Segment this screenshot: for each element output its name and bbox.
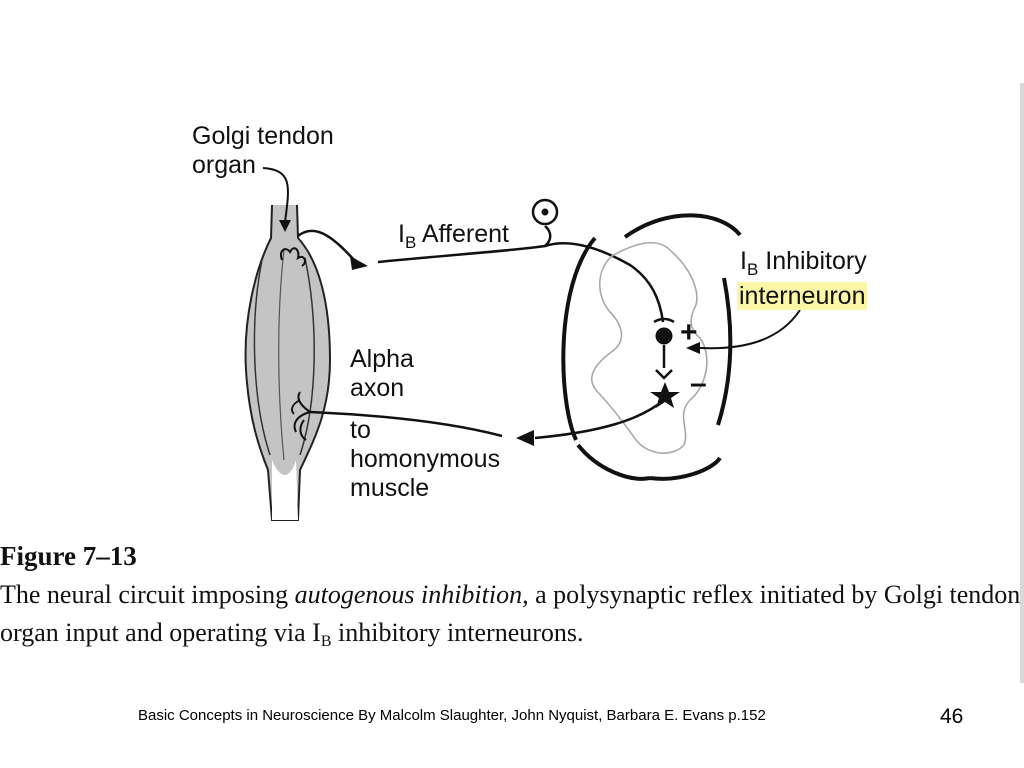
interneuron-pointer-arrowhead <box>686 342 700 354</box>
alpha-axon-in-cord <box>534 399 665 440</box>
golgi-label-line1: Golgi tendon <box>192 122 334 150</box>
target-label-line3: muscle <box>350 474 430 502</box>
motor-endplate <box>291 391 311 441</box>
target-label-line1: to <box>350 416 371 444</box>
excitatory-synapse <box>653 317 675 380</box>
caption-text-2: a polysynaptic reflex initiated by Golgi… <box>0 580 1021 647</box>
golgi-pointer-arrow <box>262 167 289 223</box>
citation-footer: Basic Concepts in Neuroscience By Malcol… <box>138 707 766 724</box>
afferent-into-cord <box>544 242 665 323</box>
target-label-line2: homonymous <box>350 445 501 473</box>
golgi-pointer-arrowhead <box>279 220 291 232</box>
ib-inhibitory-word: Inhibitory <box>765 247 867 275</box>
ib-afferent-word: Afferent <box>421 220 509 248</box>
inhibitory-star <box>650 382 680 408</box>
minus-sign: – <box>690 367 707 400</box>
plus-sign: + <box>680 316 698 349</box>
interneuron-label: interneuron <box>737 282 868 311</box>
caption-text-1: The neural circuit imposing <box>0 580 295 609</box>
ib-afferent-sub: B <box>404 233 417 252</box>
interneuron-highlight: interneuron <box>737 282 868 310</box>
spinal-cord <box>561 213 742 481</box>
afferent-arrowhead <box>350 256 368 270</box>
golgi-tendon-organ <box>280 247 306 267</box>
ganglion-cell <box>531 198 559 226</box>
figure-caption: The neural circuit imposing autogenous i… <box>0 576 1024 656</box>
ib-afferent-label: IB Afferent <box>398 220 509 252</box>
alpha-label-line1: Alpha <box>350 345 414 373</box>
neural-circuit-diagram: + – <box>244 167 801 521</box>
alpha-label-line2: axon <box>350 374 405 402</box>
figure-title: Figure 7–13 <box>0 541 137 571</box>
alpha-axon-fiber <box>309 410 503 438</box>
interneuron-pointer-arrow <box>699 309 801 350</box>
grey-matter <box>590 241 708 454</box>
ib-afferent-fiber <box>377 225 552 264</box>
caption-subscript: B <box>320 633 332 650</box>
muscle <box>244 204 332 521</box>
right-edge-bar <box>1020 83 1024 683</box>
ib-inhibitory-prefix: I <box>740 247 747 275</box>
ib-inhibitory-label: IB Inhibitory <box>740 247 867 279</box>
ib-inhibitory-sub: B <box>746 260 759 279</box>
golgi-label-line2: organ <box>192 151 256 179</box>
alpha-axon-arrowhead <box>516 430 534 446</box>
page-number: 46 <box>940 705 964 728</box>
ib-afferent-prefix: I <box>398 220 405 248</box>
caption-text-3: inhibitory interneurons. <box>331 618 584 647</box>
caption-italic-term: autogenous inhibition, <box>294 580 529 609</box>
